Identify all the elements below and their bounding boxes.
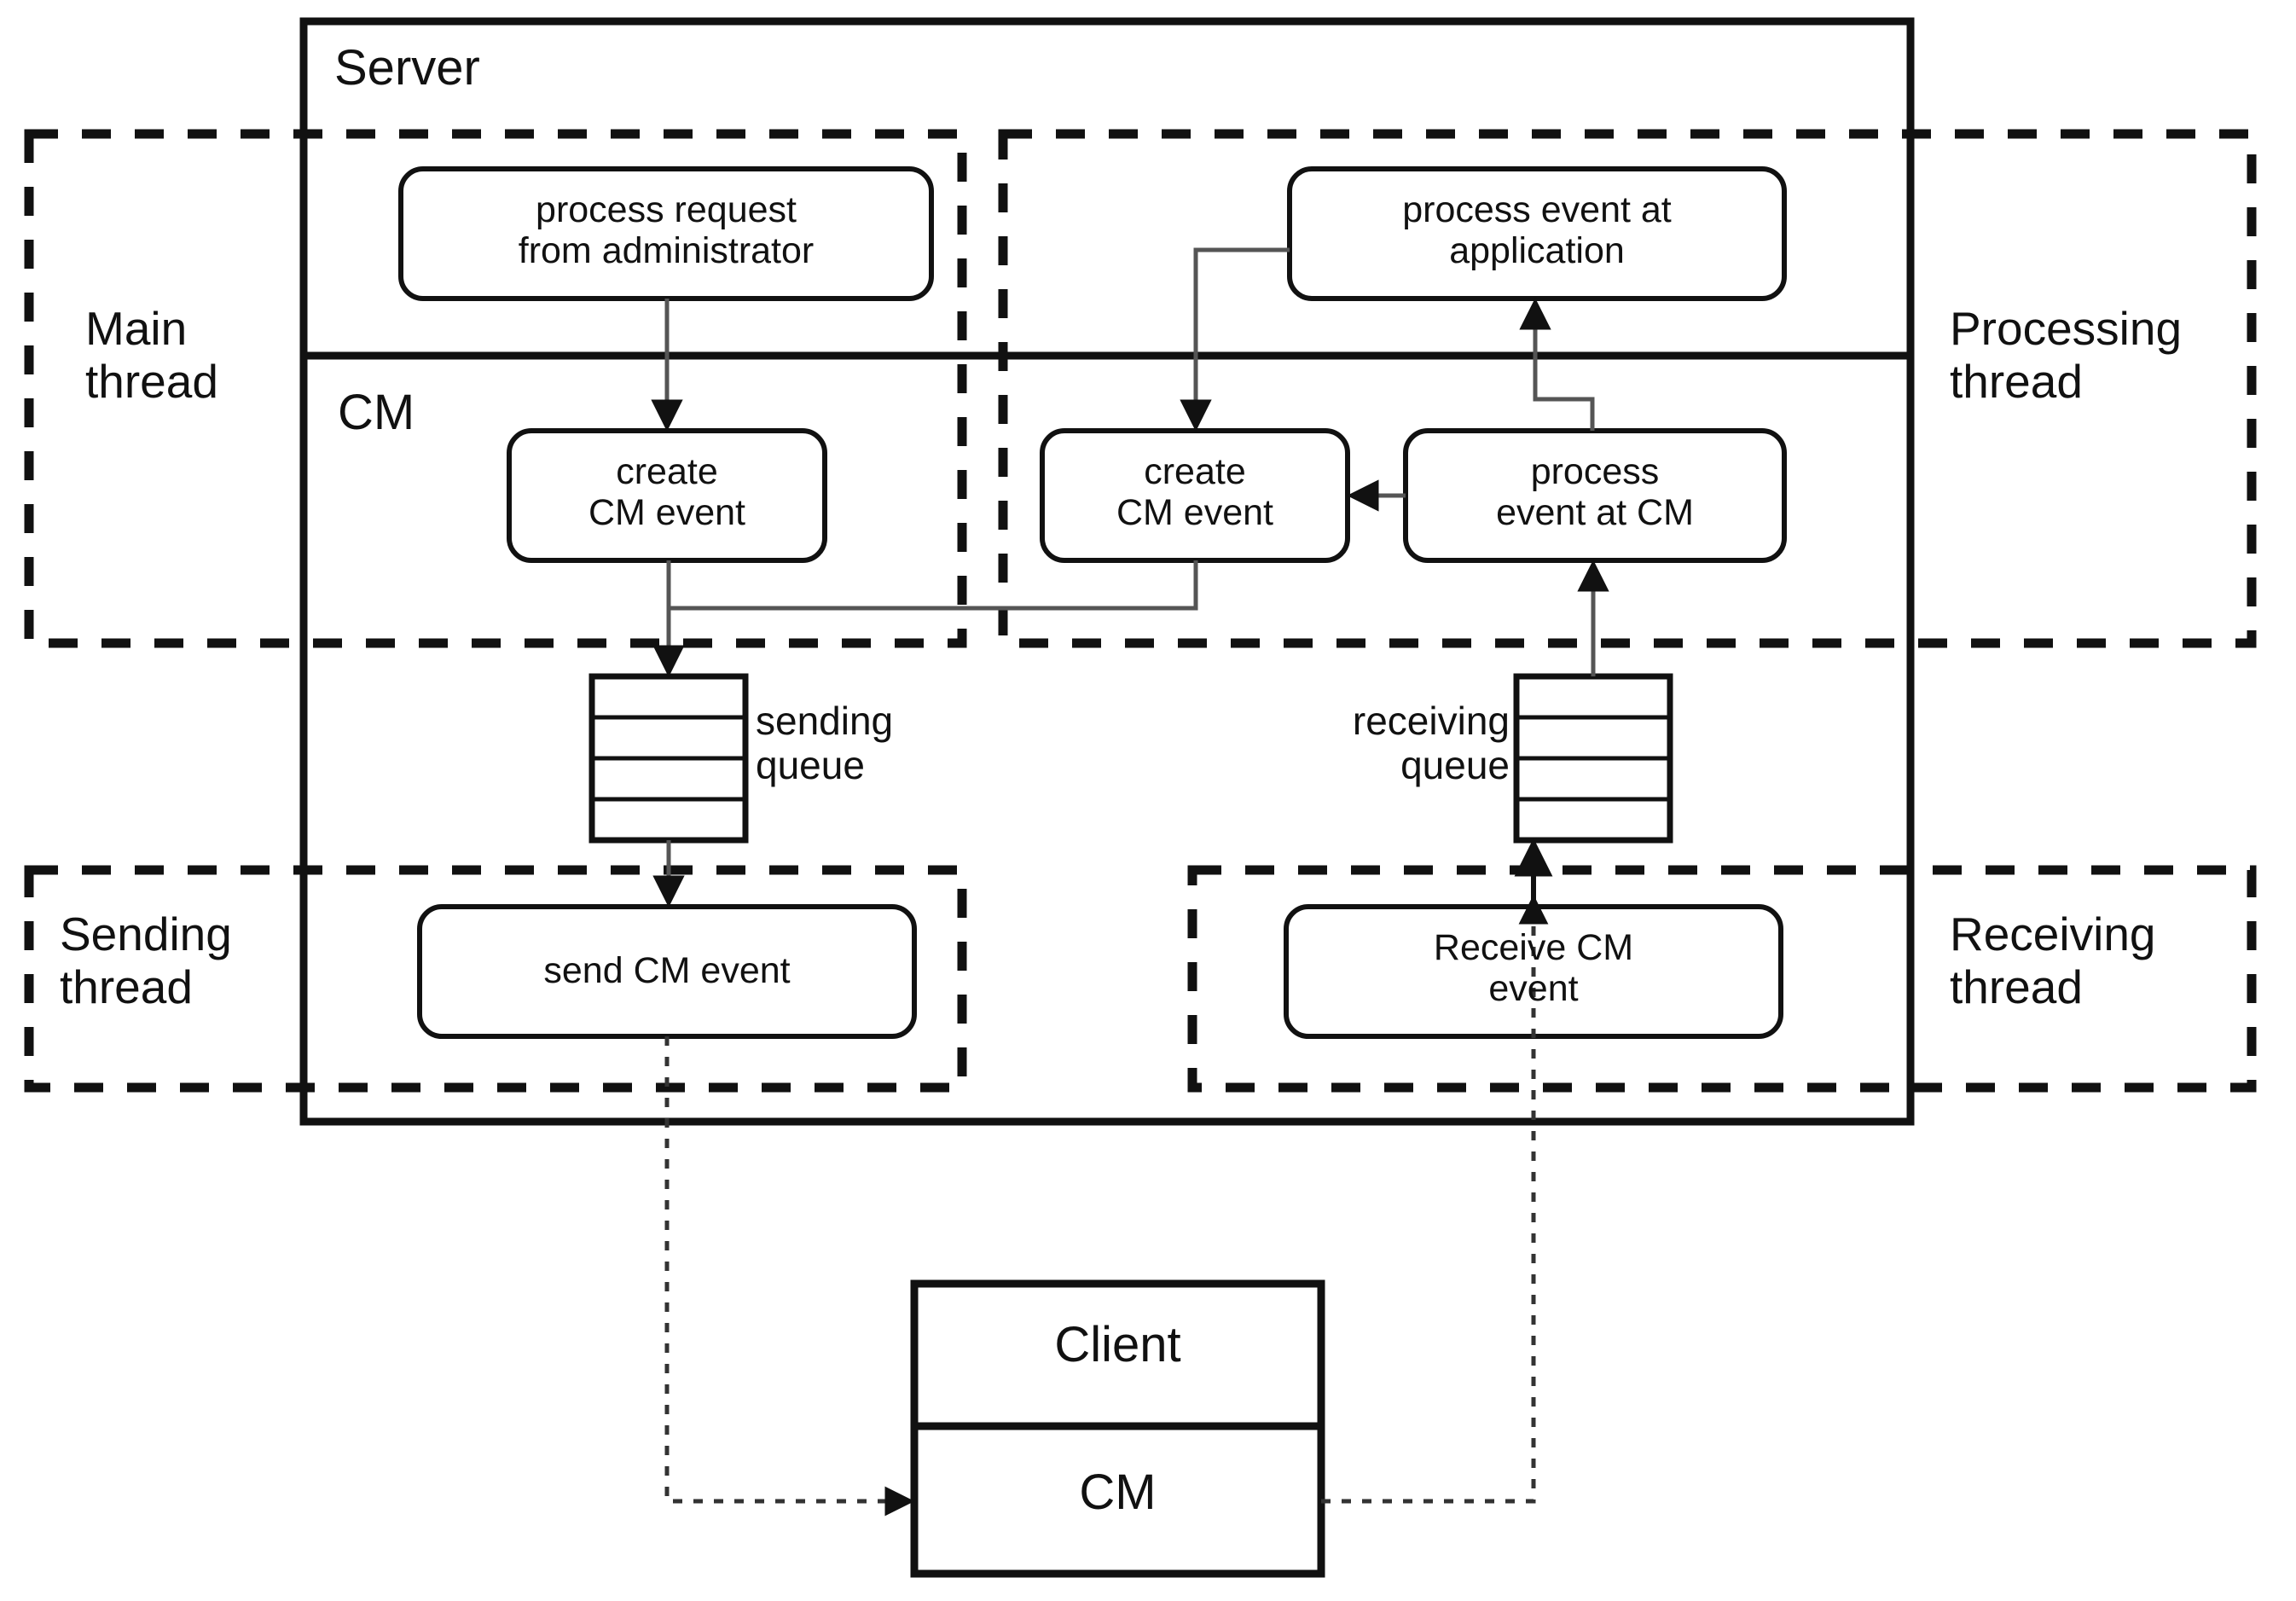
node-process-request-from-administrator[interactable] [398,166,934,301]
connector-send-to-client-cm [664,1036,915,1517]
main-thread-region [24,129,967,648]
node-process-event-at-cm[interactable] [1403,428,1787,563]
connector-client-cm-to-receive [1321,894,1549,1504]
node-send-cm-event[interactable] [417,904,917,1039]
connector-create-processing-to-sending-queue [669,560,1198,611]
server-container-border [299,17,1915,1126]
sending-thread-region [24,865,967,1093]
receiving-thread-region [1187,865,2257,1093]
node-create-cm-event-processing[interactable] [1040,428,1350,563]
connector-application-to-create-processing [1180,247,1290,432]
node-process-event-at-application[interactable] [1287,166,1787,301]
node-create-cm-event-main[interactable] [507,428,827,563]
connector-process-cm-to-application [1519,298,1595,431]
sending-queue-shape [588,673,749,844]
receiving-queue-shape [1513,673,1673,844]
processing-thread-region [998,129,2257,648]
